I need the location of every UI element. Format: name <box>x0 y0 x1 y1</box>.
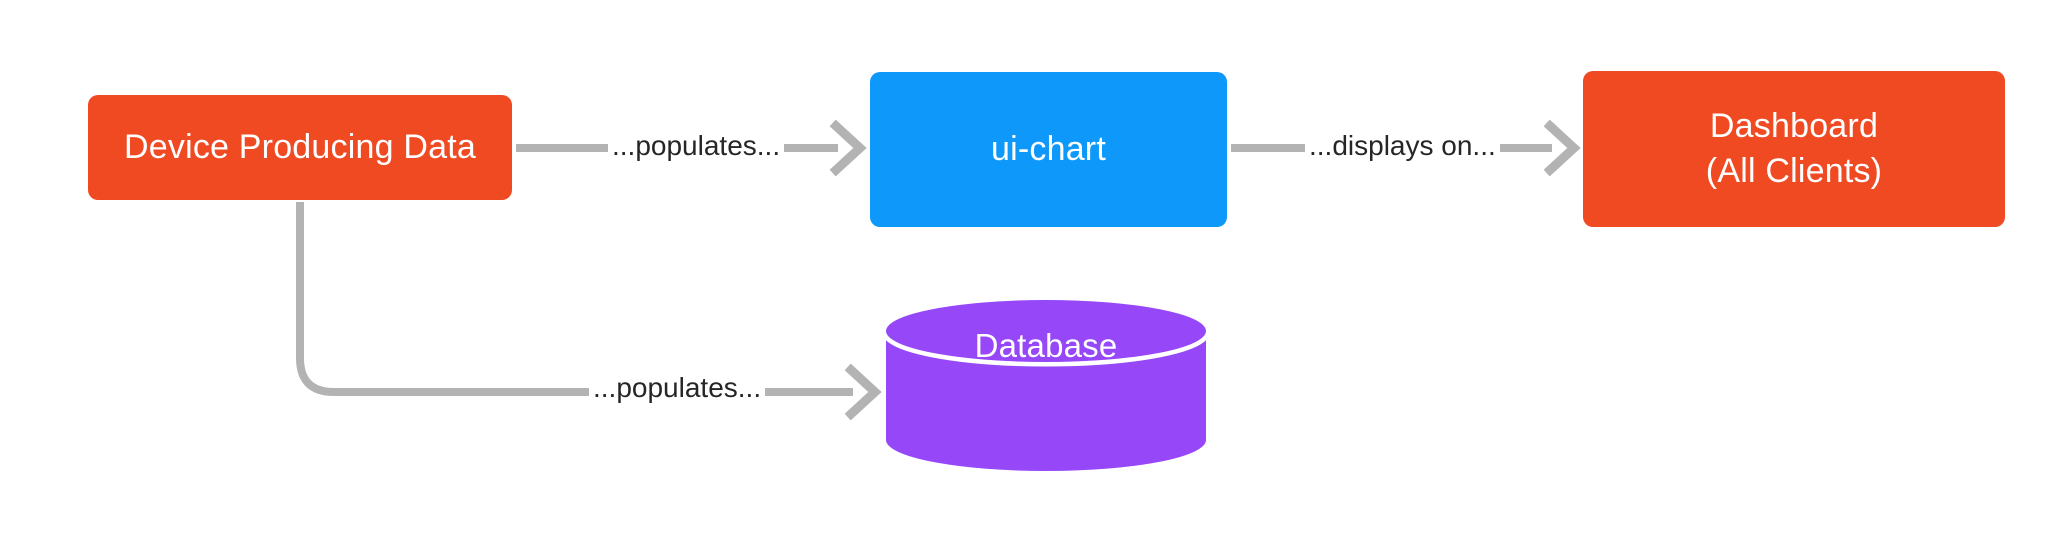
node-label-database: Database <box>974 327 1118 364</box>
edge-label-device-to-uichart: ...populates... <box>608 130 785 162</box>
database-cylinder-icon <box>885 300 1207 471</box>
node-database[interactable]: Database <box>885 300 1207 472</box>
node-device-producing-data[interactable]: Device Producing Data <box>88 95 512 200</box>
node-label-device-producing-data: Device Producing Data <box>124 128 476 167</box>
edge-device-to-database <box>296 202 882 421</box>
arrowhead-device-to-uichart <box>829 119 867 177</box>
arrowhead-device-to-database <box>844 363 882 421</box>
arrowhead-uichart-to-dashboard <box>1543 119 1581 177</box>
node-label-dashboard-all-clients: Dashboard (All Clients) <box>1705 107 1883 190</box>
edge-line-device-to-database <box>296 202 853 396</box>
node-ui-chart[interactable]: ui-chart <box>870 72 1227 227</box>
database-cylinder-top <box>886 300 1206 362</box>
edge-label-device-to-database: ...populates... <box>589 372 766 404</box>
node-dashboard-all-clients[interactable]: Dashboard (All Clients) <box>1583 71 2005 227</box>
database-cylinder-body <box>886 331 1206 471</box>
edge-label-uichart-to-dashboard: ...displays on... <box>1305 130 1500 162</box>
node-label-ui-chart: ui-chart <box>991 130 1106 169</box>
